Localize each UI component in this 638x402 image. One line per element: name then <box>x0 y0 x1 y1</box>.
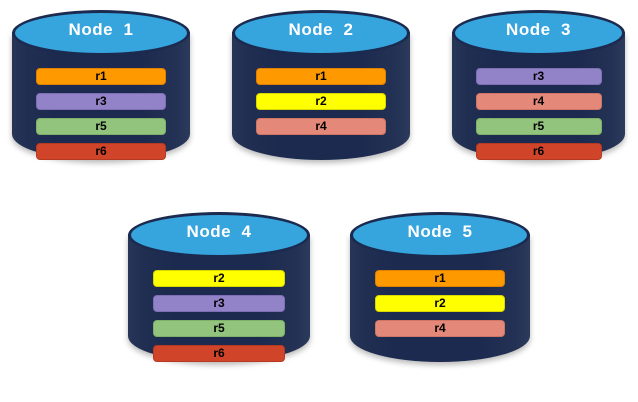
replica-bar-r2[interactable]: r2 <box>256 93 386 110</box>
replica-list: r2 r3 r5 r6 <box>128 270 310 370</box>
cylinder-top-ellipse <box>232 10 410 56</box>
database-node[interactable]: Node 4 r2 r3 r5 r6 <box>128 212 310 362</box>
replica-bar-r5[interactable]: r5 <box>475 118 602 135</box>
replica-bar-r4[interactable]: r4 <box>475 93 602 110</box>
replica-bar-r3[interactable]: r3 <box>475 68 602 85</box>
cylinder-top-ellipse <box>128 212 310 258</box>
cylinder-top-ellipse <box>452 10 625 56</box>
replica-bar-r5[interactable]: r5 <box>36 118 166 135</box>
replica-bar-r5[interactable]: r5 <box>153 320 285 337</box>
replica-bar-r2[interactable]: r2 <box>375 295 505 312</box>
database-node[interactable]: Node 5 r1 r2 r4 <box>350 212 530 362</box>
replica-bar-r1[interactable]: r1 <box>256 68 386 85</box>
replica-bar-r6[interactable]: r6 <box>153 345 285 362</box>
replica-bar-r2[interactable]: r2 <box>153 270 285 287</box>
node-label: Node 5 <box>407 222 473 241</box>
replica-bar-r6[interactable]: r6 <box>36 143 166 160</box>
node-label: Node 2 <box>288 20 354 39</box>
replica-list: r3 r4 r5 r6 <box>452 68 625 168</box>
replica-bar-r4[interactable]: r4 <box>375 320 505 337</box>
database-node[interactable]: Node 1 r1 r3 r5 r6 <box>12 10 190 160</box>
node-label: Node 1 <box>68 20 134 39</box>
replica-bar-r4[interactable]: r4 <box>256 118 386 135</box>
node-label: Node 3 <box>506 20 571 39</box>
replica-list: r1 r3 r5 r6 <box>12 68 190 168</box>
replica-bar-r1[interactable]: r1 <box>36 68 166 85</box>
cylinder-top-ellipse <box>350 212 530 258</box>
replica-bar-r3[interactable]: r3 <box>153 295 285 312</box>
replica-bar-r3[interactable]: r3 <box>36 93 166 110</box>
cylinder-top-ellipse <box>12 10 190 56</box>
replica-bar-r1[interactable]: r1 <box>375 270 505 287</box>
replica-list: r1 r2 r4 <box>350 270 530 345</box>
database-node[interactable]: Node 2 r1 r2 r4 <box>232 10 410 160</box>
node-label: Node 4 <box>186 222 252 241</box>
replica-bar-r6[interactable]: r6 <box>475 143 602 160</box>
database-node[interactable]: Node 3 r3 r4 r5 r6 <box>452 10 625 160</box>
replica-list: r1 r2 r4 <box>232 68 410 143</box>
